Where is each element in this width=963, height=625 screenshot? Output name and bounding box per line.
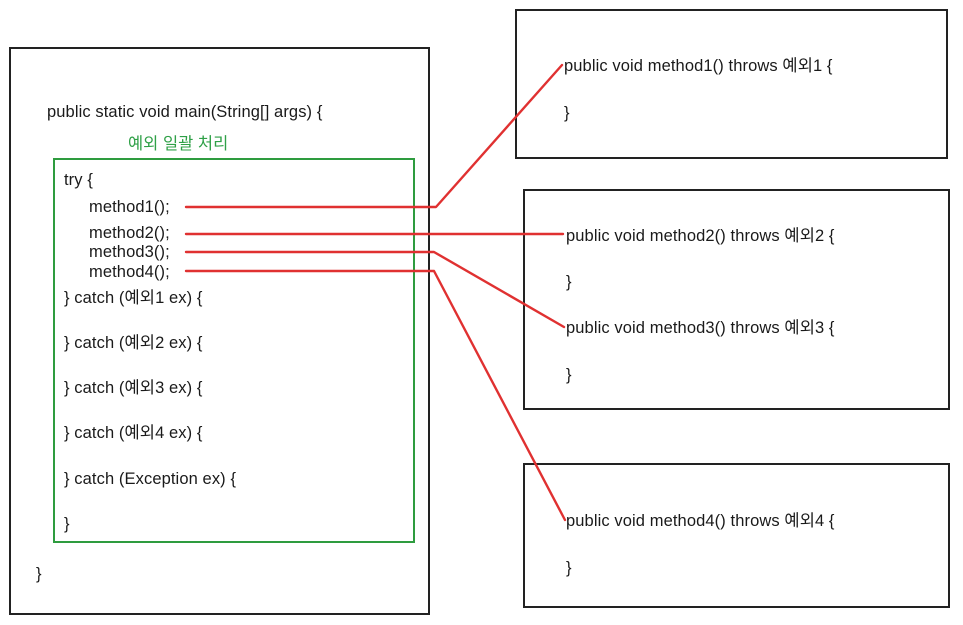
catch-block-exception: } catch (Exception ex) {	[64, 470, 237, 488]
catch-block-2: } catch (예외2 ex) {	[64, 334, 203, 352]
method1-closing-brace: }	[564, 104, 570, 122]
try-catch-closing-brace: }	[64, 515, 70, 533]
call-method2: method2();	[89, 224, 170, 242]
exception-batch-annotation: 예외 일괄 처리	[128, 135, 229, 153]
main-closing-brace: }	[36, 565, 42, 583]
method3-signature: public void method3() throws 예외3 {	[566, 319, 835, 337]
catch-block-1: } catch (예외1 ex) {	[64, 289, 203, 307]
method2-signature: public void method2() throws 예외2 {	[566, 227, 835, 245]
method3-closing-brace: }	[566, 366, 572, 384]
try-line: try {	[64, 171, 93, 189]
call-method4: method4();	[89, 263, 170, 281]
method4-closing-brace: }	[566, 559, 572, 577]
method4-box	[523, 463, 950, 608]
method1-signature: public void method1() throws 예외1 {	[564, 57, 833, 75]
method1-box	[515, 9, 948, 159]
method2-method3-box	[523, 189, 950, 410]
method2-closing-brace: }	[566, 273, 572, 291]
call-method1: method1();	[89, 198, 170, 216]
catch-block-4: } catch (예외4 ex) {	[64, 424, 203, 442]
method4-signature: public void method4() throws 예외4 {	[566, 512, 835, 530]
catch-block-3: } catch (예외3 ex) {	[64, 379, 203, 397]
main-signature: public static void main(String[] args) {	[47, 103, 323, 121]
call-method3: method3();	[89, 243, 170, 261]
